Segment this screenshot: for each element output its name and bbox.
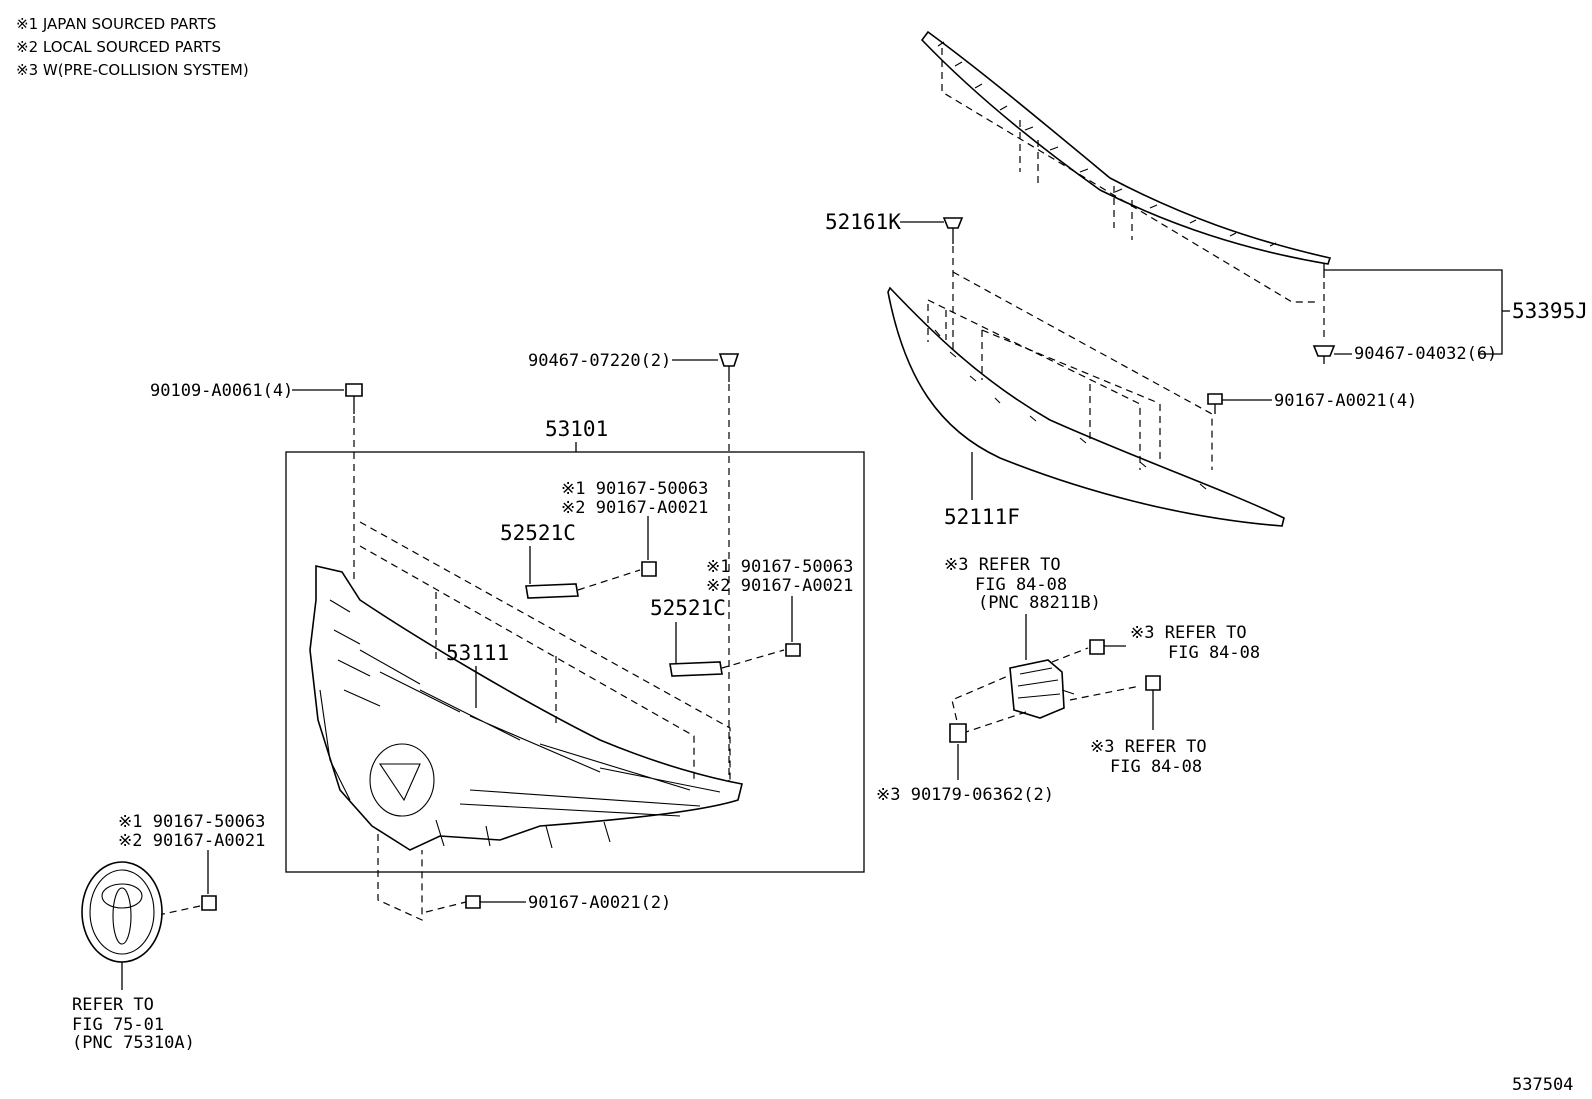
label-90109-A0061: 90109-A0061(4) (150, 381, 293, 401)
ref-radar-line3: (PNC 88211B) (978, 593, 1101, 613)
clip-90167-A0021-2-icon (465, 895, 481, 909)
label-clip-c-1: ※1 90167-50063 (118, 812, 265, 832)
clip-90467-04032-icon (1312, 345, 1336, 364)
label-clip-a-1: ※1 90167-50063 (561, 479, 708, 499)
assembly-53101-box (285, 451, 865, 873)
label-clip-b-1: ※1 90167-50063 (706, 557, 853, 577)
note-japan-sourced: ※1 JAPAN SOURCED PARTS (16, 15, 216, 33)
nut-90179-06362-icon (949, 723, 967, 743)
note-local-sourced: ※2 LOCAL SOURCED PARTS (16, 38, 221, 56)
clip-90467-07220-icon (718, 353, 740, 382)
label-clip-c-2: ※2 90167-A0021 (118, 831, 265, 851)
ref-emblem-line1: REFER TO (72, 995, 154, 1015)
label-90467-07220: 90467-07220(2) (528, 351, 671, 371)
ref-bolt-a-line1: ※3 REFER TO (1130, 623, 1247, 643)
label-90167-A0021-2: 90167-A0021(2) (528, 893, 671, 913)
ref-radar-line1: ※3 REFER TO (944, 555, 1061, 575)
label-52521C-a: 52521C (500, 521, 576, 545)
label-90467-04032: 90467-04032(6) (1354, 344, 1497, 364)
ref-radar-line2: FIG 84-08 (975, 575, 1067, 595)
note-pre-collision: ※3 W(PRE-COLLISION SYSTEM) (16, 61, 249, 79)
illustration-id: 537504 (1512, 1075, 1573, 1095)
radar-sensor-icon (1009, 659, 1075, 719)
ref-bolt-b-line2: FIG 84-08 (1110, 757, 1202, 777)
clip-set-c-icon (201, 895, 217, 911)
grille-53111-shape (309, 564, 743, 851)
label-53101: 53101 (545, 417, 608, 441)
toyota-emblem-icon (81, 861, 163, 963)
ref-bolt-b-line1: ※3 REFER TO (1090, 737, 1207, 757)
bolt-a-icon (1089, 639, 1105, 655)
clip-52161K-icon (942, 217, 964, 244)
label-90179-06362: ※3 90179-06362(2) (876, 785, 1054, 805)
lower-garnish-shape (887, 286, 1285, 527)
bracket-52521C-a-icon (525, 583, 579, 599)
bolt-90109-A0061-icon (345, 383, 363, 414)
label-clip-a-2: ※2 90167-A0021 (561, 498, 708, 518)
clip-set-b-icon (785, 643, 801, 657)
clip-90167-A0021-4-icon (1207, 393, 1223, 414)
label-53395J: 53395J (1512, 299, 1588, 323)
ref-emblem-line2: FIG 75-01 (72, 1015, 164, 1035)
bracket-52521C-b-icon (669, 661, 723, 677)
label-clip-b-2: ※2 90167-A0021 (706, 576, 853, 596)
ref-bolt-a-line2: FIG 84-08 (1168, 643, 1260, 663)
label-90167-A0021-4: 90167-A0021(4) (1274, 391, 1417, 411)
ref-emblem-line3: (PNC 75310A) (72, 1033, 195, 1053)
label-52111F: 52111F (944, 505, 1020, 529)
upper-molding-shape (920, 30, 1332, 265)
label-52521C-b: 52521C (650, 596, 726, 620)
label-53111: 53111 (446, 641, 509, 665)
bolt-b-icon (1145, 675, 1161, 691)
label-52161K: 52161K (825, 210, 901, 234)
clip-set-a-icon (641, 561, 657, 577)
